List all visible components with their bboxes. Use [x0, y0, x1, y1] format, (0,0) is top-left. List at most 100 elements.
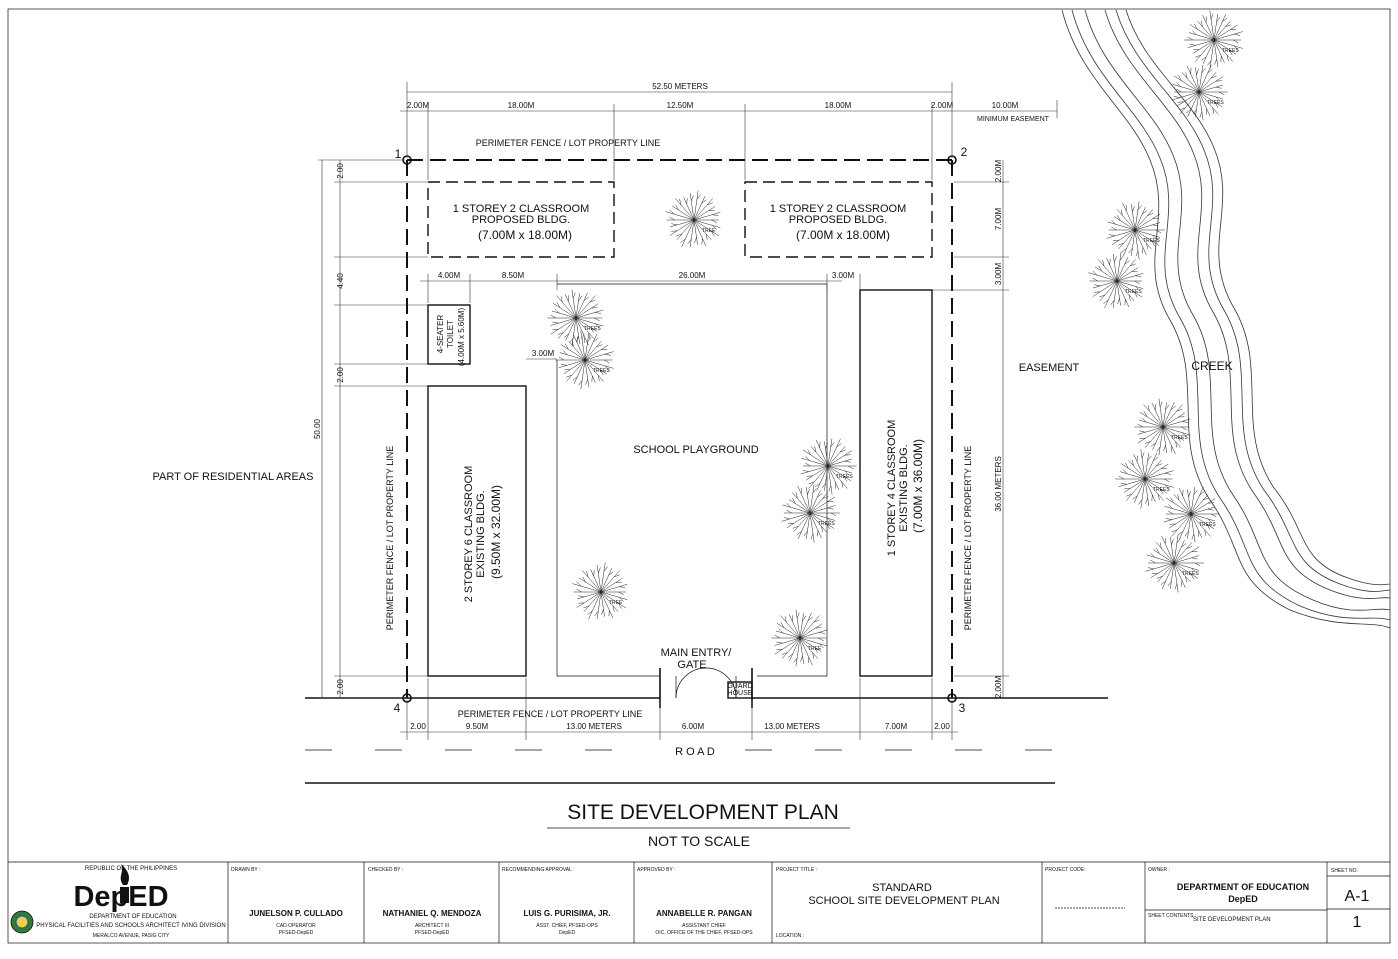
- right-dim: 3.00M: [994, 263, 1003, 286]
- location-label: LOCATION :: [776, 933, 804, 939]
- tree-icon: [1145, 535, 1203, 593]
- mid-dim: 8.50M: [502, 271, 525, 280]
- owner-line2: DepED: [1228, 894, 1258, 904]
- mid-dim: 26.00M: [679, 271, 706, 280]
- top-dim: 2.00M: [407, 101, 430, 110]
- tree-icon: [771, 610, 827, 667]
- division-label: PHYSICAL FACILITIES AND SCHOOLS ARCHITEC…: [36, 923, 225, 929]
- tree-label: TREES: [1143, 238, 1160, 244]
- tree-icon: [1164, 487, 1220, 542]
- right-dim: 2.00M: [994, 160, 1003, 183]
- project-code-label: PROJECT CODE:: [1045, 867, 1085, 873]
- perimeter-fence: [305, 156, 1108, 702]
- approved-by-label: APPROVED BY :: [637, 867, 676, 873]
- minimum-easement-label: MINIMUM EASEMENT: [977, 116, 1050, 123]
- owner-line1: DEPARTMENT OF EDUCATION: [1177, 882, 1309, 892]
- fence-label-left: PERIMETER FENCE / LOT PROPERTY LINE: [385, 446, 395, 631]
- bottom-dim: 9.50M: [466, 722, 489, 731]
- tree-label: TREES: [1207, 100, 1224, 106]
- toilet-label: 4-SEATER: [436, 315, 445, 354]
- existing-right-size: (7.00M x 36.00M): [911, 439, 925, 533]
- drawing-subtitle: NOT TO SCALE: [648, 833, 750, 849]
- tree-label: TREES: [1153, 487, 1170, 493]
- sheet-code: A-1: [1345, 888, 1370, 905]
- tree-icon: [781, 485, 839, 543]
- checked-by-office: PFSED-DepED: [415, 930, 450, 936]
- tree-icon: [801, 439, 857, 494]
- bottom-dim: 13.00 METERS: [764, 722, 820, 731]
- bottom-dim: 2.00: [934, 722, 950, 731]
- mid-dim: 4.00M: [438, 271, 461, 280]
- drawn-by-office: PFSED-DepED: [279, 930, 314, 936]
- tree-label: TREE: [808, 646, 822, 652]
- left-total-dim: 50.00: [313, 418, 322, 439]
- tree-label: TREE: [609, 600, 623, 606]
- creek-label: CREEK: [1191, 359, 1232, 373]
- right-dim: 2.00M: [994, 676, 1003, 699]
- playground-label: SCHOOL PLAYGROUND: [633, 444, 758, 456]
- easement-label: EASEMENT: [1019, 362, 1080, 374]
- proposed-left-subtitle: PROPOSED BLDG.: [472, 214, 570, 226]
- mid-dim: 3.00M: [832, 271, 855, 280]
- trees-group: TREETREESTREESTREESTREESTREETREETREESTRE…: [547, 11, 1242, 667]
- tree-label: TREES: [584, 326, 601, 332]
- tree-icon: [1088, 252, 1143, 309]
- existing-left-size: (9.50M x 32.00M): [489, 485, 503, 579]
- top-dim: 18.00M: [508, 101, 535, 110]
- proposed-right-subtitle: PROPOSED BLDG.: [789, 214, 887, 226]
- left-dim: 2.00: [336, 367, 345, 383]
- guard-house-label: HOUSE: [728, 690, 753, 697]
- tree-label: TREES: [818, 521, 835, 527]
- sheet-number: 1: [1353, 914, 1362, 931]
- approved-by-role: ASSISTANT CHIEF: [682, 923, 726, 929]
- tree-label: TREES: [1199, 522, 1216, 528]
- right-dim: 7.00M: [994, 208, 1003, 231]
- project-title-line2: SCHOOL SITE DEVELOPMENT PLAN: [808, 895, 999, 907]
- tree-icon: [1115, 450, 1173, 509]
- owner-label: OWNER :: [1148, 867, 1170, 873]
- bottom-dim: 6.00M: [682, 722, 705, 731]
- dimension-lines: [318, 82, 1057, 740]
- tree-label: TREES: [1182, 571, 1199, 577]
- top-dim: 12.50M: [667, 101, 694, 110]
- approved-by-office: OIC, OFFICE OF THE CHIEF, PFSED-OPS: [655, 930, 753, 936]
- creek-graphic: [1062, 10, 1390, 628]
- republic-label: REPUBLIC OF THE PHILIPPINES: [85, 866, 177, 872]
- top-dim: 2.00M: [931, 101, 954, 110]
- sheet-contents-label: SHEET CONTENTS :: [1148, 913, 1196, 919]
- fence-label-bottom: PERIMETER FENCE / LOT PROPERTY LINE: [458, 709, 643, 719]
- bottom-dim: 7.00M: [885, 722, 908, 731]
- existing-right-subtitle: EXISTING BLDG.: [898, 444, 910, 531]
- tree-label: TREES: [593, 368, 610, 374]
- project-title-label: PROJECT TITLE :: [776, 867, 817, 873]
- right-total-dim: 36.00 METERS: [994, 456, 1003, 512]
- checked-by-name: NATHANIEL Q. MENDOZA: [383, 909, 482, 918]
- overall-width-dim: 52.50 METERS: [652, 82, 708, 91]
- main-entry-label: MAIN ENTRY/: [661, 647, 733, 659]
- tree-icon: [1106, 202, 1164, 260]
- easement-dim: 10.00M: [992, 101, 1019, 110]
- tree-label: TREES: [1125, 289, 1142, 295]
- toilet-size: (4.00M x 5.60M): [457, 308, 466, 367]
- tree-icon: [572, 563, 627, 620]
- bottom-dim: 13.00 METERS: [566, 722, 622, 731]
- top-dim: 18.00M: [825, 101, 852, 110]
- fence-label-top: PERIMETER FENCE / LOT PROPERTY LINE: [476, 138, 661, 148]
- project-title-line1: STANDARD: [872, 882, 932, 894]
- residential-label: PART OF RESIDENTIAL AREAS: [153, 471, 314, 483]
- tree-icon: [665, 191, 720, 248]
- sheet-contents: SITE DEVELOPMENT PLAN: [1193, 917, 1271, 923]
- fence-label-right: PERIMETER FENCE / LOT PROPERTY LINE: [963, 446, 973, 631]
- checked-by-role: ARCHITECT III: [415, 923, 449, 929]
- bottom-dim: 2.00: [410, 722, 426, 731]
- existing-right-title: 1 STOREY 4 CLASSROOM: [886, 420, 898, 557]
- seal-icon: [11, 911, 33, 933]
- existing-left-subtitle: EXISTING BLDG.: [475, 490, 487, 577]
- tree-icon: [1172, 65, 1228, 120]
- existing-left-title: 2 STOREY 6 CLASSROOM: [463, 466, 475, 603]
- main-entry-label: GATE: [677, 659, 706, 671]
- drawn-by-label: DRAWN BY :: [231, 867, 260, 873]
- left-dim: 4.40: [336, 273, 345, 289]
